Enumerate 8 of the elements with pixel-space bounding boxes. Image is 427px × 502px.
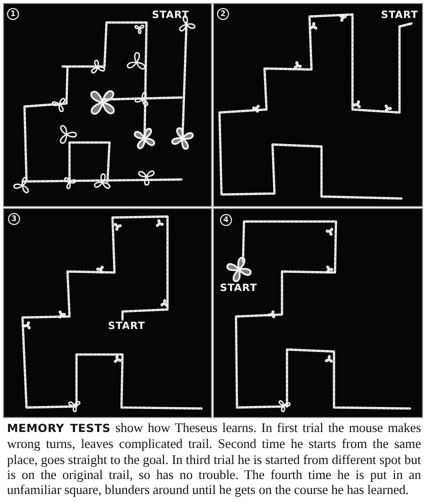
start-label: START	[152, 10, 190, 21]
maze-photo-panel	[214, 209, 422, 417]
maze-photo-panel	[4, 4, 211, 206]
maze-photo-panel	[4, 209, 211, 417]
start-label: START	[381, 10, 418, 21]
caption: MEMORY TESTS show how Theseus learns. In first trial the mouse makes wrong turns, leaves complicated trail. Second time he starts from the same place, goes straight to the goal. In third trial he is started from different spot but is on the original trail, so has no trouble. The fourth time he is put in an unfamiliar square, blunders around until he gets on the course he has learned.	[7, 420, 421, 498]
start-label: START	[220, 283, 258, 294]
start-label: START	[108, 321, 146, 332]
